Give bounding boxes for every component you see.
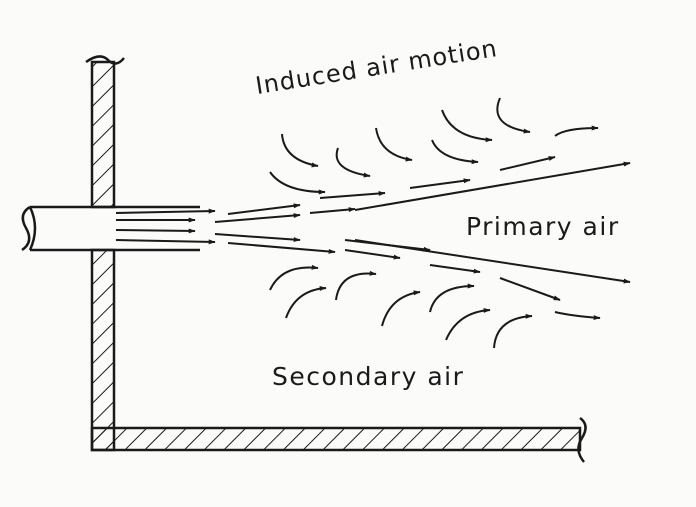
jet-arrow xyxy=(309,207,356,214)
wall-lower-section xyxy=(90,248,116,452)
induced-arrow xyxy=(441,109,493,143)
primary-air-pipe xyxy=(21,205,200,252)
primary-air-jet xyxy=(115,156,631,301)
induced-arrow xyxy=(281,133,319,168)
furnace-floor xyxy=(90,426,582,452)
induced-arrow xyxy=(335,147,371,178)
induced-air-upper xyxy=(269,97,599,195)
jet-arrow xyxy=(499,156,556,171)
jet-arrow xyxy=(354,239,631,284)
jet-arrow xyxy=(429,264,481,274)
primary-air-label: Primary air xyxy=(466,212,620,241)
jet-arrow xyxy=(354,161,631,211)
jet-arrow xyxy=(115,228,196,234)
jet-arrow xyxy=(115,239,216,245)
jet-arrow xyxy=(115,208,216,214)
furnace-wall xyxy=(85,55,587,463)
induced-arrow xyxy=(429,283,475,313)
pipe-break-symbol xyxy=(21,205,31,252)
jet-arrow xyxy=(344,249,401,260)
jet-arrow xyxy=(409,178,471,189)
wall-upper-section xyxy=(90,60,116,209)
jet-arrow xyxy=(227,203,301,215)
induced-arrow xyxy=(554,311,601,320)
induced-arrow xyxy=(493,313,533,349)
secondary-air-label: Secondary air xyxy=(272,362,465,391)
induced-arrow xyxy=(554,125,599,137)
wall-break-top xyxy=(85,55,125,65)
jet-arrow xyxy=(319,191,386,199)
induced-arrow xyxy=(445,307,491,341)
induced-arrow xyxy=(269,264,319,291)
induced-arrow xyxy=(285,285,327,319)
induced-arrow xyxy=(335,270,377,301)
jet-arrow xyxy=(499,277,561,301)
jet-arrow xyxy=(214,213,301,223)
jet-arrow xyxy=(214,233,301,243)
floor-break-right xyxy=(577,416,587,463)
induced-arrow xyxy=(375,127,413,162)
jet-arrow xyxy=(227,242,336,254)
induced-arrow xyxy=(269,171,326,195)
induced-arrow xyxy=(381,290,421,327)
induced-arrow xyxy=(496,97,531,134)
induced-air-lower xyxy=(269,264,601,349)
induced-arrow xyxy=(431,139,479,165)
